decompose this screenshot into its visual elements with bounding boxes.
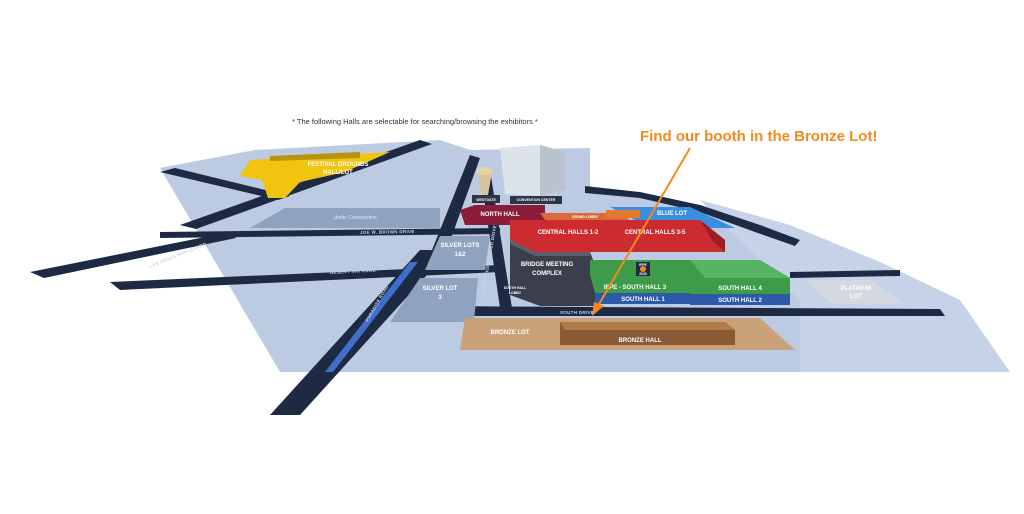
south-hall-4-roof (690, 260, 790, 278)
label-joe-brown-drive: JOE W. BROWN DRIVE (360, 229, 415, 235)
label-festival-1: FESTIVAL GROUNDS (308, 162, 369, 168)
central-halls-1-2[interactable] (510, 220, 605, 252)
label-bridge-2: COMPLEX (532, 271, 562, 277)
label-silver-lot-3-2: 3 (438, 295, 442, 301)
label-platinum-2: LOT (850, 294, 862, 300)
road-top-diagonal (180, 140, 432, 229)
bridge-meeting-top (510, 240, 590, 256)
silver-lots-1-2[interactable] (425, 236, 490, 270)
label-desert-inn-road: DESERT INN ROAD (330, 268, 377, 275)
monorail-track (325, 262, 418, 372)
bridge-meeting-complex[interactable] (510, 240, 595, 306)
convention-center-tower-shade (540, 145, 565, 196)
road-east-exit (790, 270, 900, 278)
label-ifpe-logo-2: 2020 (639, 272, 647, 276)
road-north (160, 168, 290, 200)
road-mid (160, 228, 500, 238)
callout-arrow-head (592, 302, 604, 316)
label-central-3-5: CENTRAL HALLS 3-5 (625, 230, 686, 236)
ifpe-logo-mark (640, 266, 646, 272)
under-construction-area (250, 208, 440, 228)
label-south-hall-2: SOUTH HALL 2 (718, 298, 762, 304)
westgate-tower-top (477, 167, 493, 175)
convention-center-base (510, 196, 562, 204)
ifpe-south-hall-3[interactable] (590, 260, 690, 293)
road-convention-center-drive (480, 170, 512, 308)
label-westgate: WESTGATE (476, 198, 496, 202)
road-desert-inn (110, 265, 500, 290)
selectable-halls-note: * The following Halls are selectable for… (292, 117, 538, 126)
label-festival-2: HALL/LOT (323, 170, 353, 176)
label-silver-lot-3-1: SILVER LOT (423, 286, 458, 292)
road-east-curve (585, 186, 800, 246)
label-south-hall-lobby-1: SOUTH HALL (504, 286, 527, 290)
platinum-lot[interactable] (805, 280, 905, 304)
label-south-hall-1: SOUTH HALL 1 (621, 297, 665, 303)
south-hall-1[interactable] (595, 293, 690, 304)
road-south-drive (420, 306, 945, 316)
festival-grounds-hall[interactable] (240, 152, 390, 198)
label-north-hall: NORTH HALL (481, 212, 520, 218)
central-halls-shade (700, 220, 725, 252)
label-grand-lobby: GRAND LOBBY (572, 215, 599, 219)
label-bronze-hall: BRONZE HALL (619, 338, 662, 344)
label-silver-lots-2: 1&2 (454, 252, 466, 258)
blue-lot-hall (606, 210, 640, 218)
label-south-hall-4: SOUTH HALL 4 (718, 286, 762, 292)
festival-hall-roof (270, 152, 360, 161)
booth-callout: Find our booth in the Bronze Lot! (640, 128, 878, 145)
label-bridge-1: BRIDGE MEETING (521, 262, 574, 268)
label-ifpe-south-hall-3: IFPE - SOUTH HALL 3 (604, 285, 667, 291)
label-bronze-lot: BRONZE LOT (491, 330, 530, 336)
road-las-vegas-blvd (30, 232, 236, 278)
label-central-1-2: CENTRAL HALLS 1-2 (538, 230, 599, 236)
bronze-hall-roof (560, 322, 735, 330)
label-blue-lot: BLUE LOT (657, 211, 687, 217)
label-south-drive: SOUTH DRIVE (560, 310, 594, 315)
label-convention-center: CONVENTION CENTER (517, 198, 556, 202)
south-hall-2[interactable] (690, 294, 790, 305)
label-silver-lots-1: SILVER LOTS (441, 243, 480, 249)
westgate-base (472, 195, 500, 203)
callout-arrow-line (597, 147, 691, 307)
silver-lot-3[interactable] (390, 278, 478, 322)
label-under-construction: Under Construction (333, 215, 376, 221)
label-south-hall-lobby-2: LOBBY (509, 291, 522, 295)
label-ifpe-logo-1: IFPE (639, 263, 647, 267)
westgate-tower (478, 172, 492, 195)
label-platinum-1: PLATINUM (841, 286, 872, 292)
